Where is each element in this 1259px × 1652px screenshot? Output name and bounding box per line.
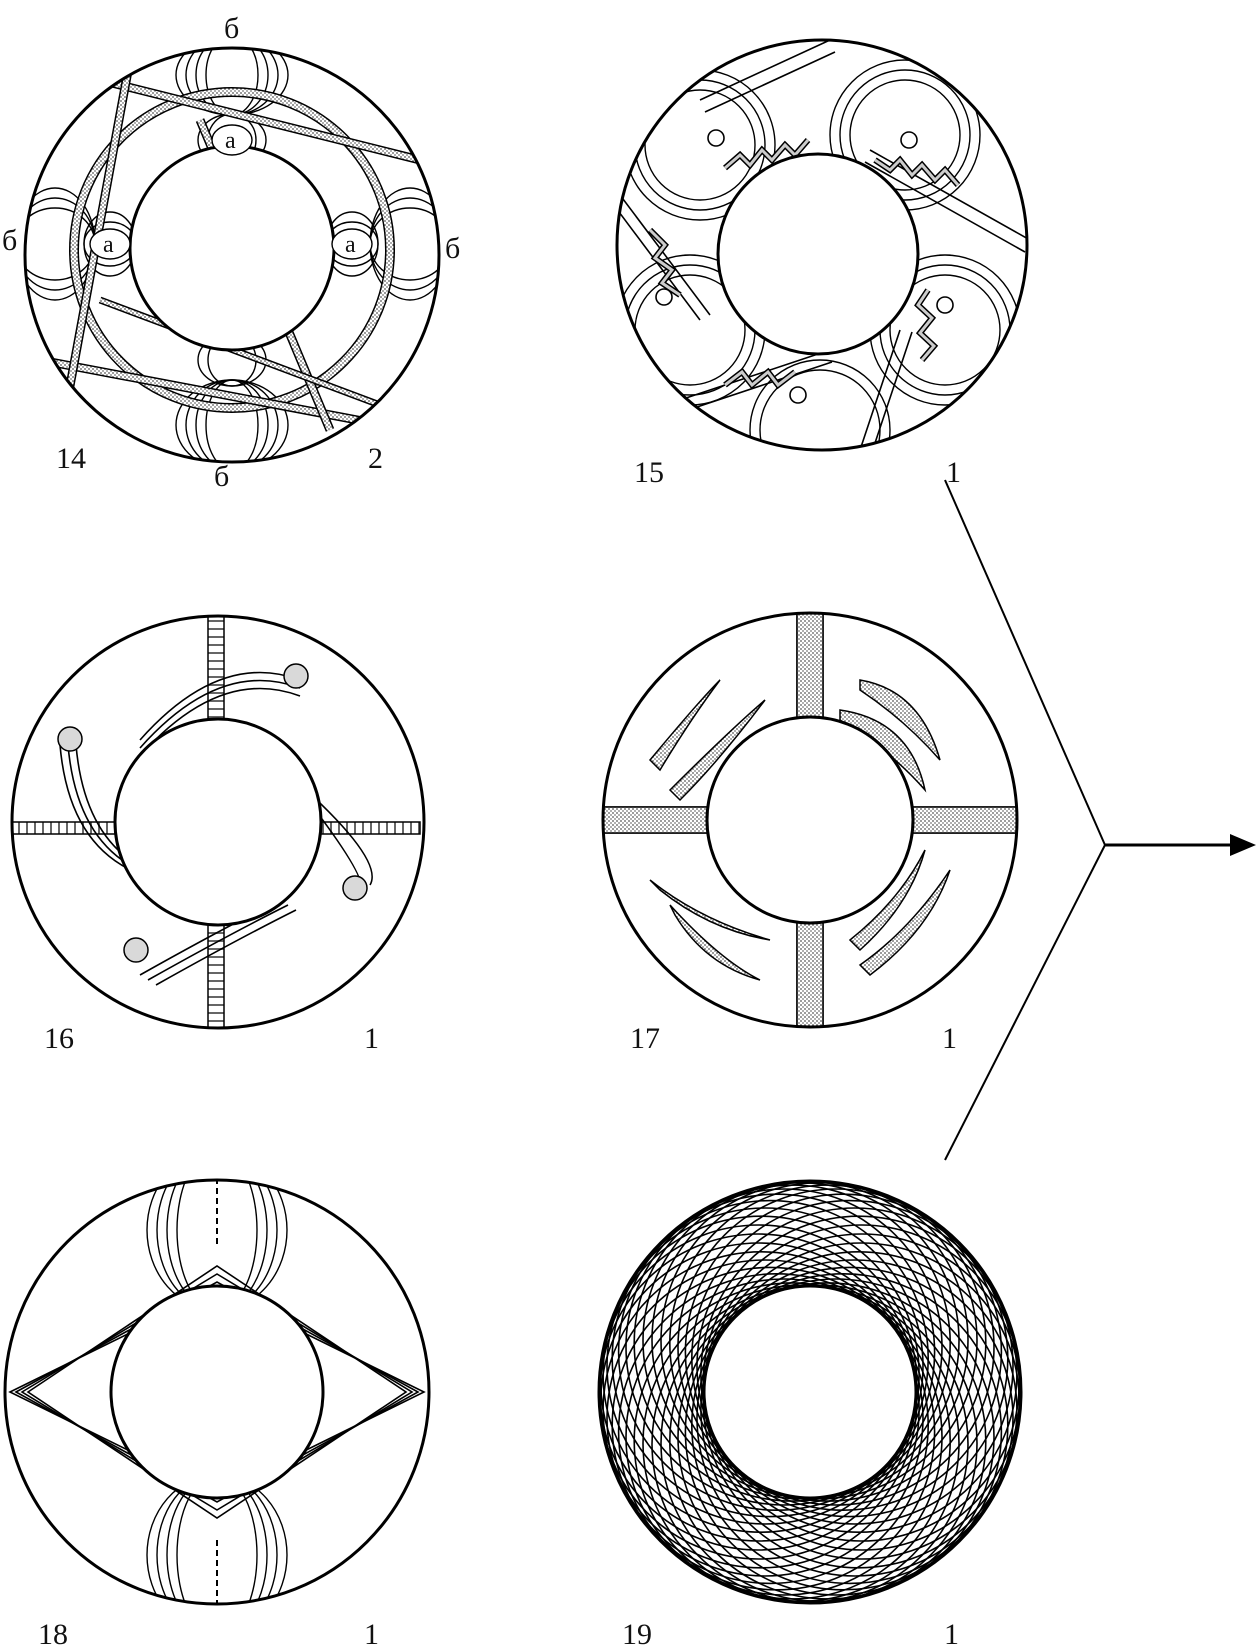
panel-18-count: 1 [364, 1618, 379, 1651]
panel-14-mark-a-right: а [345, 232, 356, 258]
panel-14-mark-a-left: а [103, 232, 114, 258]
panel-14: а а а б б б б 14 2 [2, 12, 460, 493]
panel-14-number: 14 [56, 442, 86, 475]
panel-15-count: 1 [946, 456, 961, 489]
panel-17: 17 1 [600, 610, 1020, 1055]
panel-16-number: 16 [44, 1022, 74, 1055]
panel-16: 16 1 [10, 612, 424, 1055]
panel-15-ornament [610, 40, 1030, 500]
panel-18: 18 1 [5, 1150, 429, 1651]
panel-14-marker-bottom: б [214, 460, 229, 493]
panel-14-mark-a-top: а [225, 128, 236, 154]
panel-14-ornament [15, 35, 450, 470]
panel-14-marker-left: б [2, 224, 17, 257]
panel-19-number: 19 [622, 1618, 652, 1651]
panel-18-ornament [10, 1150, 424, 1635]
panel-14-marker-right: б [445, 232, 460, 265]
panel-16-count: 1 [364, 1022, 379, 1055]
panel-16-ornament [10, 612, 420, 1032]
panel-14-marker-top: б [224, 12, 239, 45]
panel-15: 15 1 [610, 40, 1030, 500]
panel-15-number: 15 [634, 456, 664, 489]
panel-19: 19 1 [599, 1181, 1021, 1651]
panel-14-count: 2 [368, 442, 383, 475]
panel-18-number: 18 [38, 1618, 68, 1651]
panel-17-count: 1 [942, 1022, 957, 1055]
arrowhead-icon [1230, 834, 1256, 856]
panel-19-inner-circle [704, 1286, 916, 1498]
panel-19-count: 1 [944, 1618, 959, 1651]
panel-17-number: 17 [630, 1022, 660, 1055]
